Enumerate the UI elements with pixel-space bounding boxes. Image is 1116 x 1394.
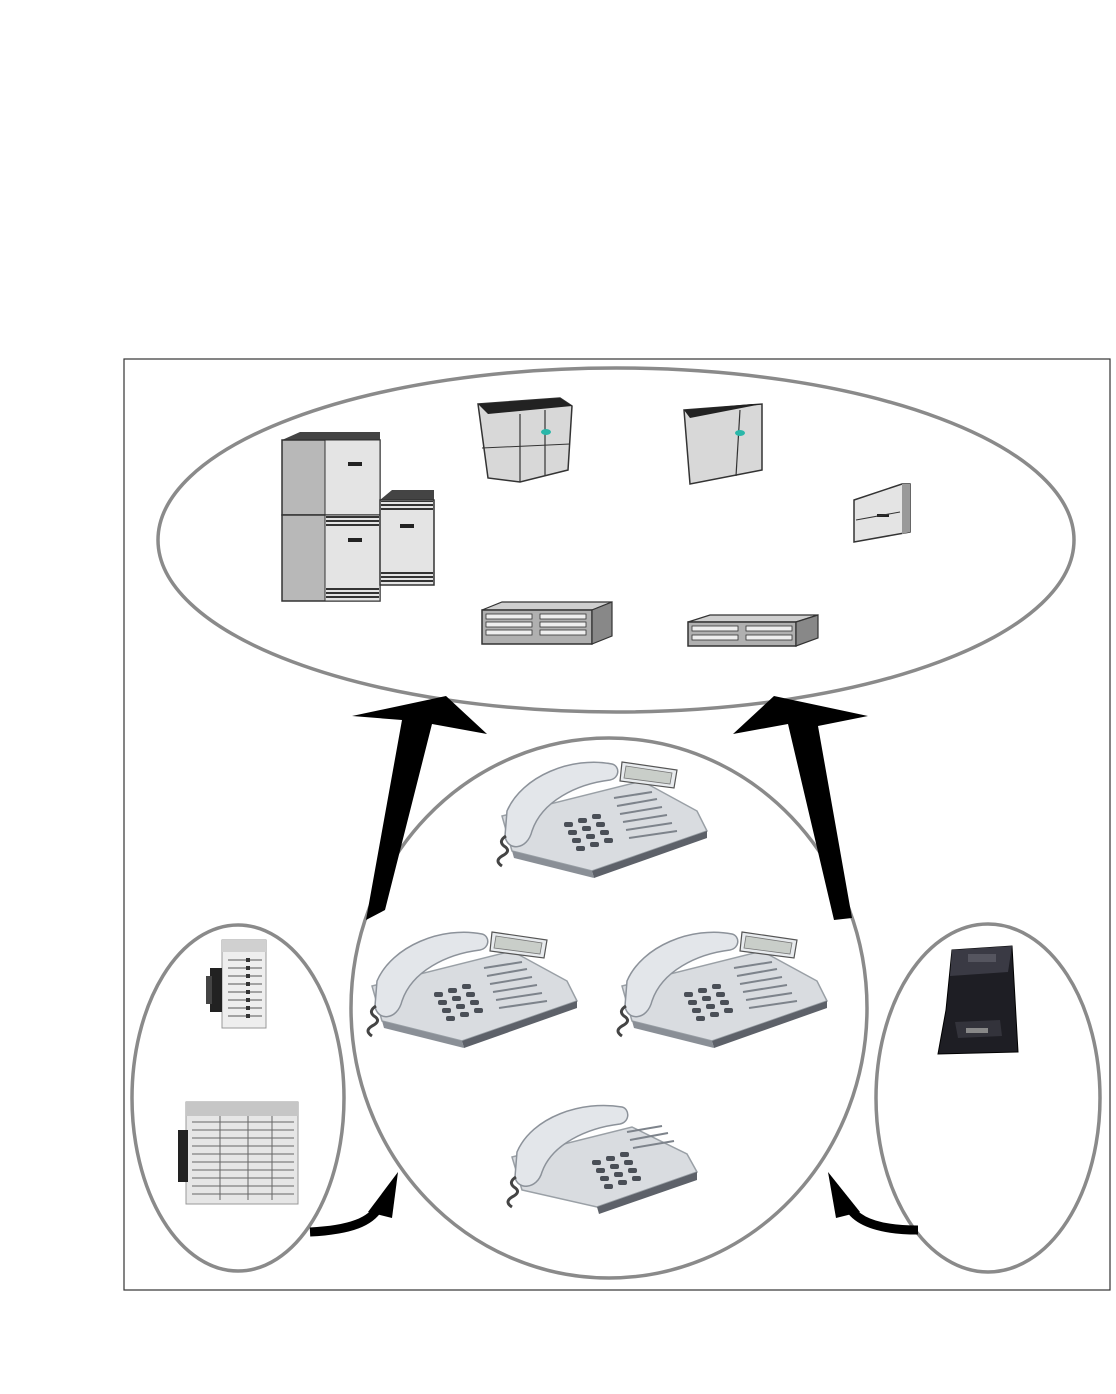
display-telephone-icon [498, 762, 707, 878]
display-telephone-icon [618, 932, 827, 1048]
cabinet-system-icon [282, 432, 434, 601]
wall-mount-system-icon [684, 404, 762, 484]
small-wall-box-icon [854, 484, 910, 542]
basic-telephone-icon [508, 1105, 697, 1214]
key-module-icon [206, 940, 266, 1028]
display-telephone-icon [368, 932, 577, 1048]
left-up-arrow [352, 696, 487, 920]
rack-unit-icon [482, 602, 612, 644]
key-module-link-arrowhead [368, 1172, 398, 1218]
wall-mount-system-icon [478, 398, 572, 482]
plug-adapter-icon [938, 946, 1018, 1054]
rack-unit-icon [688, 615, 818, 646]
adapter-link-arrowhead [828, 1172, 860, 1218]
right-up-arrow [733, 696, 868, 920]
key-module-icon [178, 1102, 298, 1204]
